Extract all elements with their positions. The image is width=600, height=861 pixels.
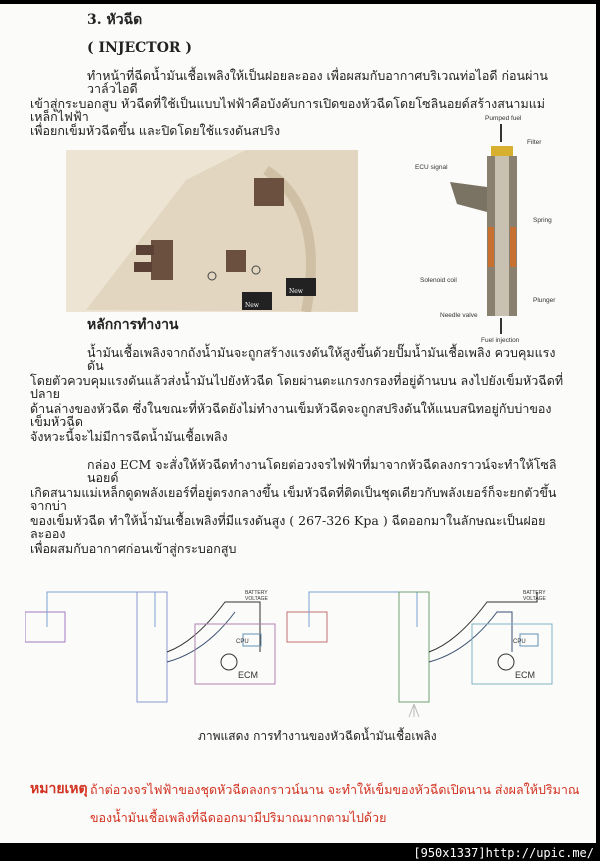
note-line: ถ้าต่อวงจรไฟฟ้าของชุดหัวฉีดลงกราวน์นาน จ… [90,782,580,797]
injector-circuit-diagrams: CPU ECM BATTERY VOLTAGE CPU ECM BATTERY … [25,590,553,717]
label-plunger: Plunger [533,297,556,304]
injector-cutaway-diagram: Pumped fuel Filter ECU signal Spring Sol… [415,115,556,344]
cpu-label: CPU [236,639,249,645]
principle-line: เพื่อผสมกับอากาศก่อนเข้าสู่กระบอกสูบ [30,541,237,556]
label-pumped-fuel: Pumped fuel [485,115,522,122]
section-title: 3. หัวฉีด [87,12,143,28]
label-needle-valve: Needle valve [440,312,478,319]
intro-line: ทำหน้าที่ฉีดน้ำมันเชื้อเพลิงให้เป็นฝอยละ… [87,68,548,96]
injector-part [254,178,284,206]
principle-line: ของเข็มหัวฉีด ทำให้น้ำมันเชื้อเพลิงที่มี… [30,513,546,541]
principle-line: กล่อง ECM จะสั่งให้หัวฉีดทำงานโดยต่อวงจร… [87,457,557,485]
label-filter: Filter [527,139,542,146]
document-page: 3. หัวฉีด ( INJECTOR ) ทำหน้าที่ฉีดน้ำมั… [0,4,596,843]
badge-text: New [245,302,260,309]
cpu-label: CPU [513,639,526,645]
principle-line: ด้านล่างของหัวฉีด ซึ่งในขณะที่หัวฉีดยังไ… [30,401,552,429]
ecm-label: ECM [238,670,258,680]
figure-caption: ภาพแสดง การทำงานของหัวฉีดน้ำมันเชื้อเพลิ… [198,729,437,743]
battery-label: BATTERY [245,590,268,596]
note-label: หมายเหตุ [30,781,88,797]
label-solenoid-coil: Solenoid coil [420,277,457,284]
circuit-on: CPU ECM BATTERY VOLTAGE [286,590,553,717]
principle-line: เกิดสนามแม่เหล็กดูดพลังเยอร์ที่อยู่ตรงกล… [30,485,557,513]
badge-text: New [289,288,304,295]
intro-line: เพื่อยกเข็มหัวฉีดขึ้น และปิดโดยใช้แรงดัน… [30,123,281,138]
principle-line: โดยตัวควบคุมแรงดันแล้วส่งน้ำมันไปยังหัวฉ… [30,373,564,401]
voltage-label: VOLTAGE [523,596,547,602]
principle-line: จังหวะนี้จะไม่มีการฉีดน้ำมันเชื้อเพลิง [30,429,228,444]
label-spring: Spring [533,217,552,224]
new-part-badge-icon [286,278,316,296]
injector-mount-photo: New New [66,150,358,312]
new-part-badge-icon [242,292,272,310]
watermark: [950x1337]http://upic.me/ [413,846,594,860]
voltage-label: VOLTAGE [245,596,269,602]
ecm-label: ECM [515,670,535,680]
section-subtitle: ( INJECTOR ) [87,40,193,56]
label-fuel-injection: Fuel injection [481,337,520,344]
battery-label: BATTERY [523,590,546,596]
note-line: ของน้ำมันเชื้อเพลิงที่ฉีดออกมามีปริมาณมา… [90,810,387,825]
principle-line: น้ำมันเชื้อเพลิงจากถังน้ำมันจะถูกสร้างแร… [87,345,556,373]
circuit-off: CPU ECM BATTERY VOLTAGE [25,590,276,703]
label-ecu-signal: ECU signal [415,164,448,171]
intro-line: เข้าสู่กระบอกสูบ หัวฉีดที่ใช้เป็นแบบไฟฟ้… [30,96,545,124]
principle-heading: หลักการทำงาน [87,317,179,333]
